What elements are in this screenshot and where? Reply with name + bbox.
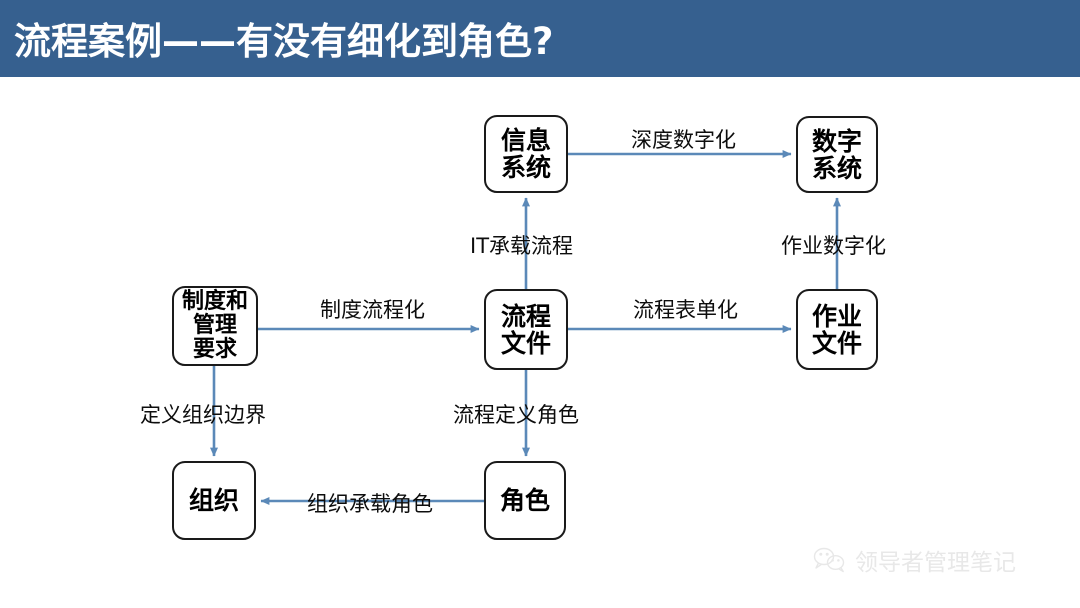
flow-diagram: 信息 系统 数字 系统 制度和 管理 要求 流程 文件 作业 文件 组织 角色 … <box>0 77 1080 608</box>
node-operation-document-line-1: 作业 <box>811 301 862 331</box>
edge-label-process-to-form: 流程表单化 <box>633 298 738 322</box>
node-process-document-line-1: 流程 <box>500 301 551 331</box>
node-operation-document[interactable]: 作业 文件 <box>796 289 878 370</box>
node-operation-document-line-2: 文件 <box>811 328 862 358</box>
node-info-system-line-2: 系统 <box>500 153 551 182</box>
header-bar: 流程案例——有没有细化到角色? <box>0 0 1080 77</box>
node-info-system-line-1: 信息 <box>500 126 551 155</box>
edge-label-it-carries-process: IT承载流程 <box>470 234 574 258</box>
node-policy-requirements-line-2: 管理 <box>192 313 237 339</box>
node-policy-requirements-line-1: 制度和 <box>181 289 248 315</box>
edge-label-define-org-boundary: 定义组织边界 <box>140 403 266 427</box>
diagram-edges <box>210 150 841 505</box>
edge-label-policy-to-process: 制度流程化 <box>320 298 425 322</box>
node-digital-system[interactable]: 数字 系统 <box>796 116 878 193</box>
edge-label-org-carries-role: 组织承载角色 <box>307 492 433 516</box>
node-process-document-line-2: 文件 <box>500 328 551 358</box>
edge-label-process-defines-role: 流程定义角色 <box>453 403 579 427</box>
node-role[interactable]: 角色 <box>484 461 566 540</box>
node-info-system[interactable]: 信息 系统 <box>484 115 568 193</box>
node-role-line-1: 角色 <box>499 486 550 515</box>
watermark: 领导者管理笔记 <box>812 543 1016 577</box>
node-policy-requirements[interactable]: 制度和 管理 要求 <box>172 286 258 366</box>
node-policy-requirements-line-3: 要求 <box>192 336 237 362</box>
node-process-document[interactable]: 流程 文件 <box>484 289 568 370</box>
node-digital-system-line-1: 数字 <box>811 126 862 156</box>
page-title: 流程案例——有没有细化到角色? <box>14 20 554 63</box>
node-organization-line-1: 组织 <box>188 486 239 515</box>
node-organization[interactable]: 组织 <box>172 461 256 540</box>
edge-label-deep-digitalization: 深度数字化 <box>631 128 736 152</box>
watermark-text: 领导者管理笔记 <box>855 550 1016 576</box>
node-digital-system-line-2: 系统 <box>811 153 862 183</box>
edge-label-operation-digitalization: 作业数字化 <box>781 234 886 258</box>
wechat-icon <box>813 547 845 573</box>
